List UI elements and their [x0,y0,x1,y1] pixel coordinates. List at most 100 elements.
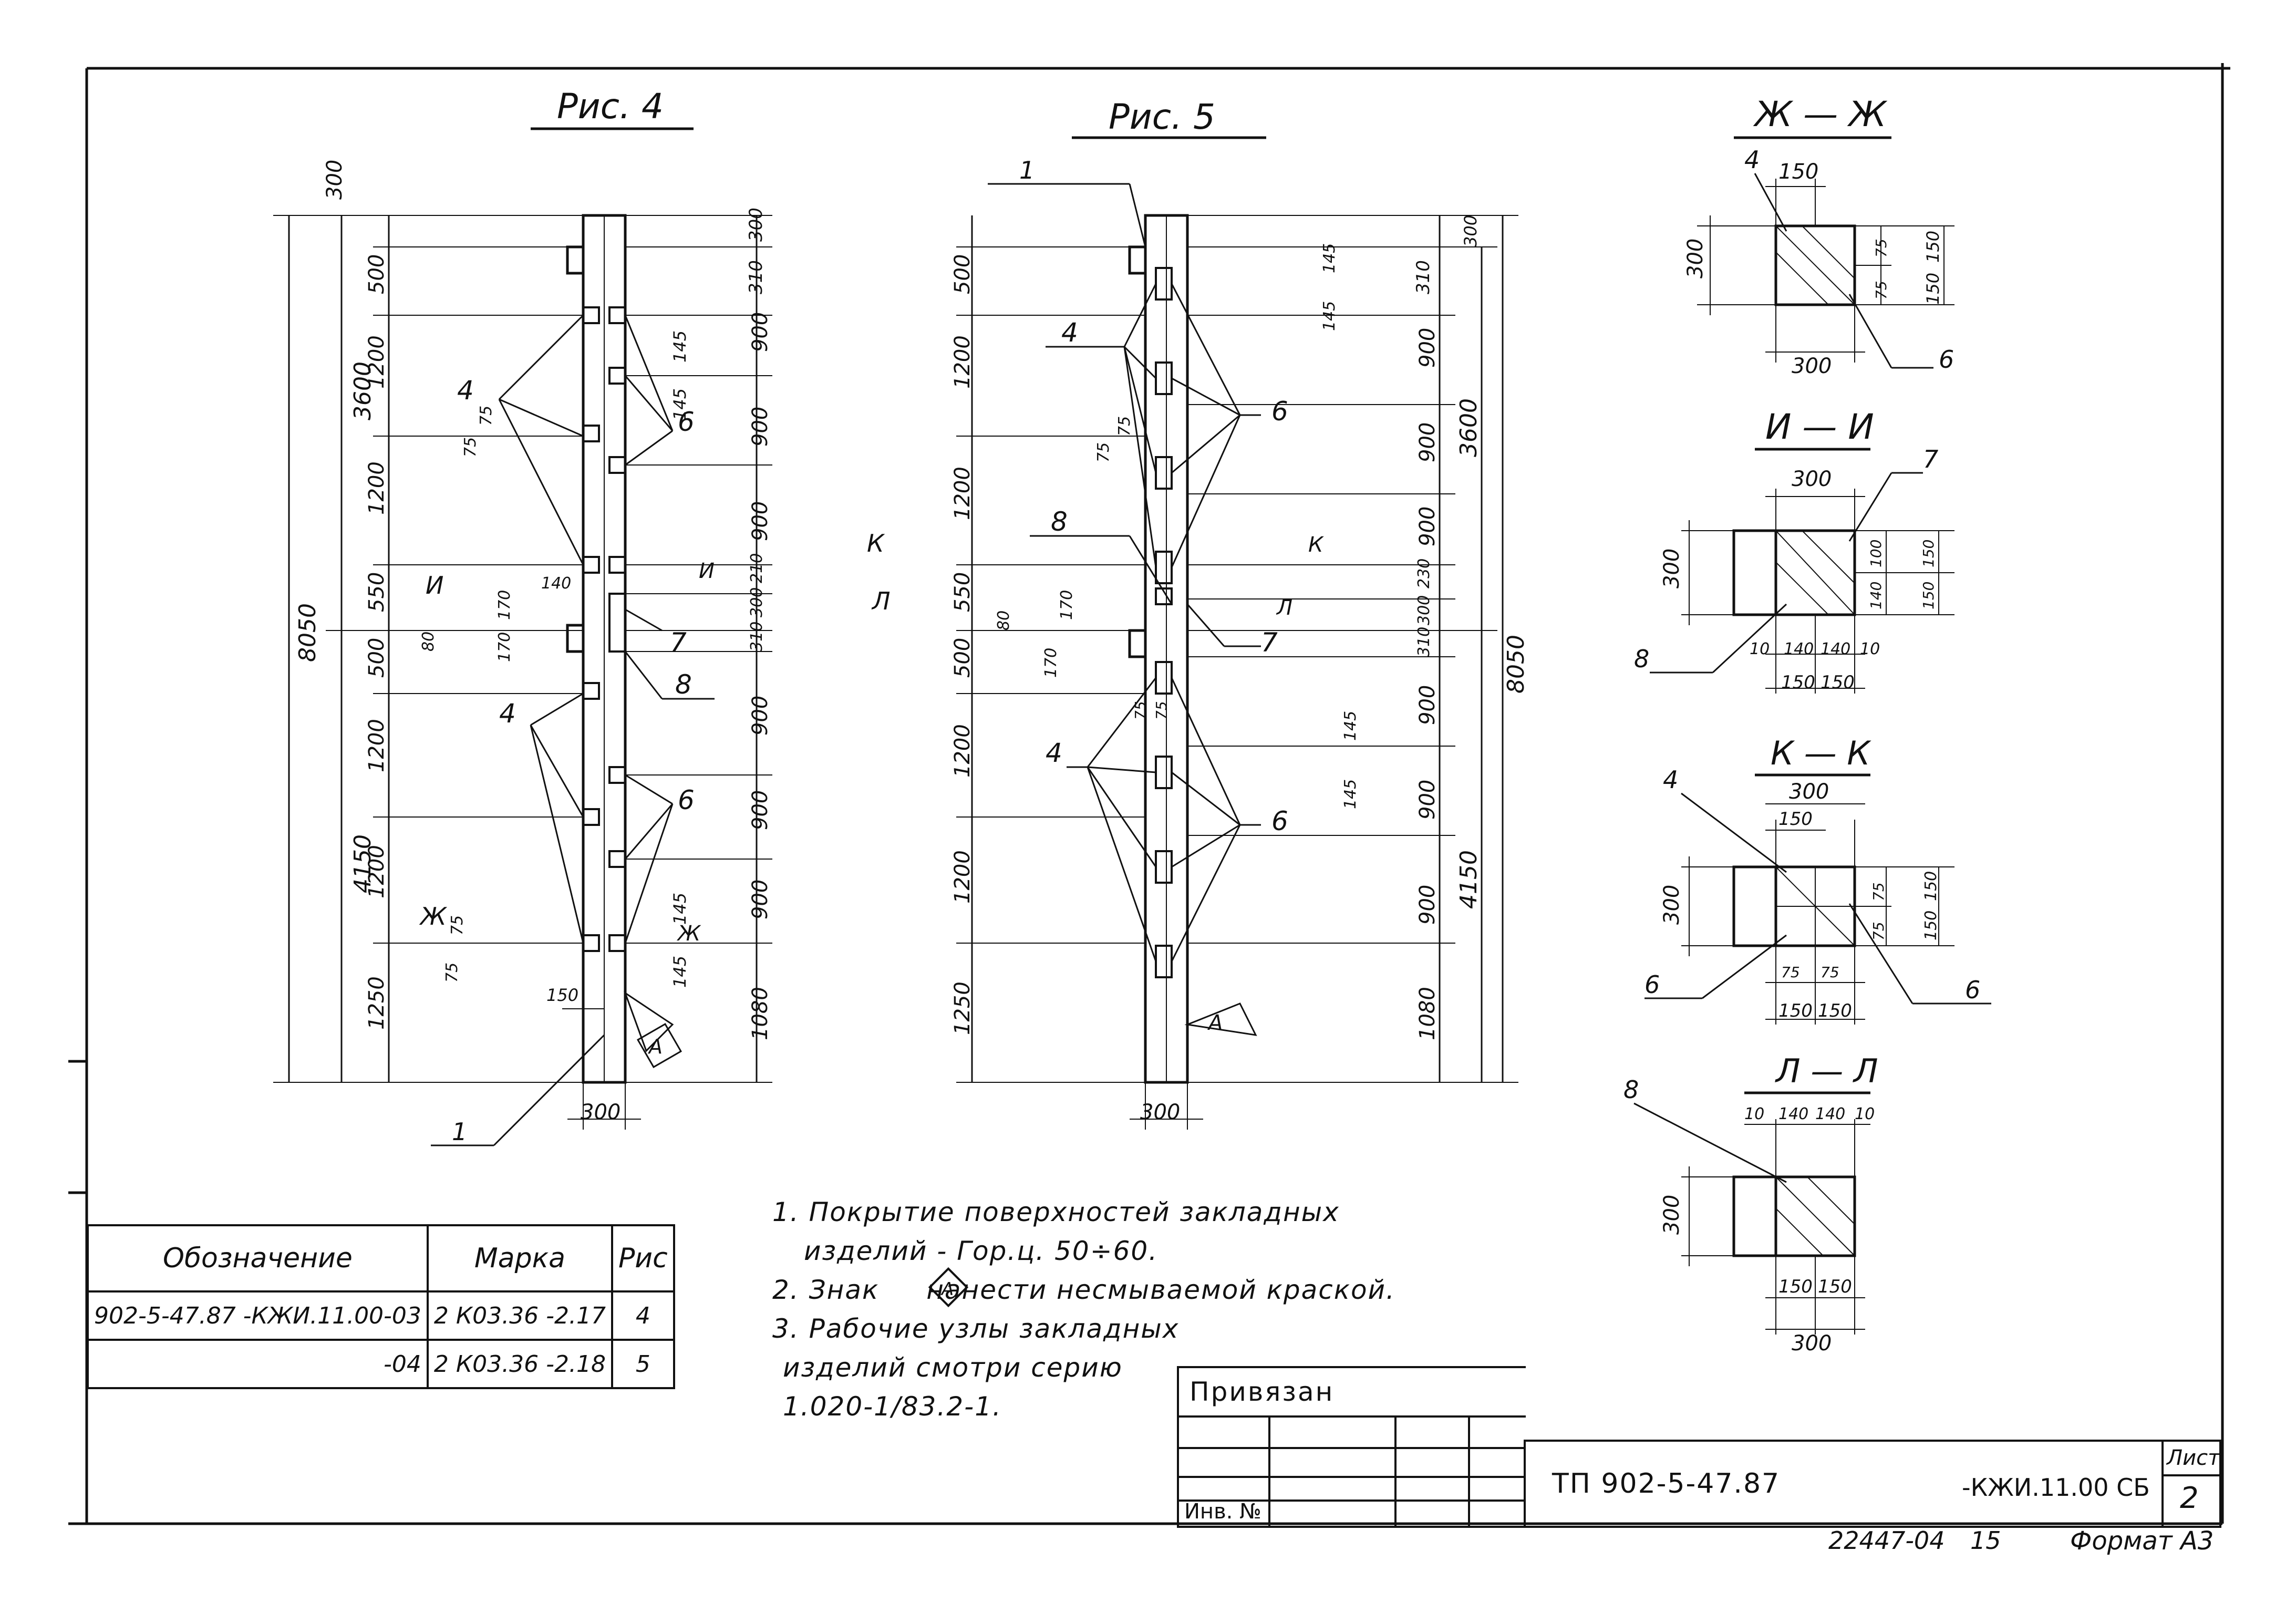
svg-text:300: 300 [1792,467,1832,491]
svg-text:140: 140 [1821,640,1850,658]
svg-text:145: 145 [1341,779,1360,809]
col-fig: Рис [611,1224,675,1293]
section-l-labels: Л — Л 10 140 140 10 300 150 150 300 8 [1623,1052,1878,1356]
section-k [1645,792,1991,1025]
svg-text:8: 8 [1634,645,1649,673]
sheet-number: 2 [2180,1481,2199,1515]
svg-text:8: 8 [1051,506,1068,537]
divider [1268,1415,1270,1526]
section-i-labels: И — И 300 300 10 140 140 10 150 150 100 … [1634,407,1938,693]
svg-text:300: 300 [1660,885,1684,925]
svg-text:140: 140 [1867,582,1885,609]
svg-text:6: 6 [1271,806,1288,836]
divider [1468,1415,1470,1526]
cell-fig: 4 [611,1290,675,1341]
svg-text:1: 1 [1019,156,1035,184]
fig5-labels: 8050 3600 4150 500 1200 1200 550 500 120… [867,156,1529,1124]
svg-text:6: 6 [1965,976,1980,1004]
svg-text:150: 150 [1818,1000,1852,1021]
svg-text:75: 75 [1873,239,1890,257]
inv-no-label: Инв. № [1184,1500,1261,1524]
svg-text:10: 10 [1855,1105,1875,1123]
svg-text:150: 150 [1778,1000,1813,1021]
svg-text:4: 4 [499,698,516,729]
svg-text:8: 8 [1623,1076,1639,1104]
svg-text:150: 150 [1778,160,1818,184]
svg-text:Рис. 5: Рис. 5 [1109,97,1215,137]
svg-text:150: 150 [1923,231,1943,263]
svg-text:170: 170 [1042,648,1060,678]
svg-text:6: 6 [678,785,695,815]
svg-text:80: 80 [995,611,1013,630]
sign-a-icon: А [928,1267,969,1308]
sheet-label: Лист [2167,1446,2220,1470]
svg-text:Л: Л [871,587,891,615]
svg-text:310: 310 [746,260,767,294]
svg-text:1200: 1200 [365,335,389,389]
svg-text:900: 900 [1415,685,1440,725]
svg-text:6: 6 [1271,396,1288,427]
svg-text:300: 300 [323,160,347,200]
project-number: ТП 902-5-47.87 [1552,1468,1781,1500]
svg-text:1200: 1200 [950,850,975,904]
spec-table-header: Обозначение Марка Рис [87,1224,675,1293]
divider [2161,1442,2164,1526]
note-2b: нанести несмываемой краской. [926,1275,1395,1305]
svg-text:140: 140 [541,574,571,593]
svg-text:150: 150 [1778,809,1813,830]
document-code: -КЖИ.11.00 СБ [1962,1473,2150,1502]
cell-designation: 902-5-47.87 -КЖИ.11.00-03 [87,1290,429,1341]
svg-text:145: 145 [670,330,690,363]
svg-text:145: 145 [1320,243,1339,273]
svg-text:150: 150 [1920,540,1937,567]
divider [1179,1415,1526,1418]
svg-text:6: 6 [1645,970,1660,999]
svg-text:140: 140 [1815,1105,1845,1123]
svg-text:И: И [699,559,715,583]
svg-text:170: 170 [495,590,514,620]
svg-text:170: 170 [1058,590,1076,620]
svg-text:900: 900 [748,501,772,541]
notes: 1. Покрытие поверхностей закладных издел… [772,1193,1395,1426]
svg-text:Л — Л: Л — Л [1775,1052,1878,1090]
svg-text:300: 300 [1660,1195,1684,1235]
svg-text:145: 145 [670,893,690,925]
svg-text:8050: 8050 [294,603,321,662]
svg-text:500: 500 [365,638,389,678]
col-designation: Обозначение [87,1224,429,1293]
svg-text:900: 900 [748,312,772,352]
svg-text:Ж: Ж [676,922,701,946]
svg-text:75: 75 [1153,701,1170,720]
svg-text:300: 300 [581,1100,620,1124]
svg-text:Ж — Ж: Ж — Ж [1753,94,1888,135]
svg-text:4: 4 [1663,766,1678,794]
svg-text:900: 900 [748,696,772,736]
svg-text:150: 150 [1922,911,1940,940]
svg-text:900: 900 [1415,506,1440,546]
fig4-title: Рис. 4 [531,86,694,130]
note-1a: 1. Покрытие поверхностей закладных [772,1197,1340,1227]
svg-text:900: 900 [1415,328,1440,368]
svg-text:10: 10 [1750,640,1770,658]
svg-text:1200: 1200 [365,461,389,515]
divider [1179,1447,1526,1449]
divider [1179,1476,1526,1478]
svg-text:75: 75 [448,915,467,935]
section-zh [1697,173,1954,369]
svg-text:4150: 4150 [1455,850,1482,909]
cell-mark: 2 К03.36 -2.17 [426,1290,613,1341]
svg-text:150: 150 [1821,672,1855,693]
svg-text:300: 300 [1789,780,1829,804]
svg-text:140: 140 [1778,1105,1808,1123]
svg-text:300: 300 [1660,549,1684,588]
frame [68,63,2230,1525]
svg-text:145: 145 [1320,301,1339,331]
svg-text:310: 310 [1415,627,1433,657]
svg-text:К: К [1308,533,1324,557]
section-k-labels: К — К 300 150 300 75 75 150 150 75 75 15… [1645,734,1980,1021]
svg-text:300: 300 [1683,239,1708,278]
svg-text:75: 75 [477,406,495,426]
svg-text:300: 300 [1415,595,1433,625]
